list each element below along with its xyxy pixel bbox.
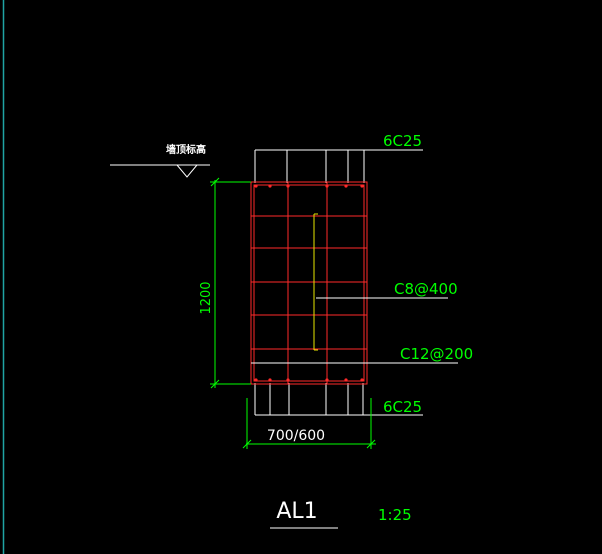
bottom-bar-ticks — [254, 383, 423, 416]
beam-section-rebar-cage — [250, 181, 368, 385]
scale-label: 1:25 — [378, 506, 412, 524]
wall-top-level-marker: 墙顶标高 — [110, 143, 210, 178]
top-bar-ticks — [254, 149, 423, 183]
stirrup-outer — [250, 181, 368, 385]
stirrup-inner — [253, 184, 365, 382]
top-rebar-label: 6C25 — [383, 132, 422, 150]
height-dimension — [210, 177, 251, 389]
bottom-rebar-label: 6C25 — [383, 398, 422, 416]
main-bar-dots — [254, 184, 364, 382]
tie-bar — [313, 213, 318, 351]
level-triangle-icon — [176, 164, 198, 178]
stirrup-rebar-label: C12@200 — [400, 345, 473, 363]
tie-rebar-label: C8@400 — [394, 280, 458, 298]
leader-lines — [251, 297, 458, 364]
width-dimension — [242, 398, 376, 449]
width-dim-label: 700/600 — [267, 428, 325, 444]
height-dim-label: 1200 — [199, 281, 214, 314]
section-title: AL1 — [276, 499, 317, 524]
wall-top-label: 墙顶标高 — [166, 143, 206, 156]
